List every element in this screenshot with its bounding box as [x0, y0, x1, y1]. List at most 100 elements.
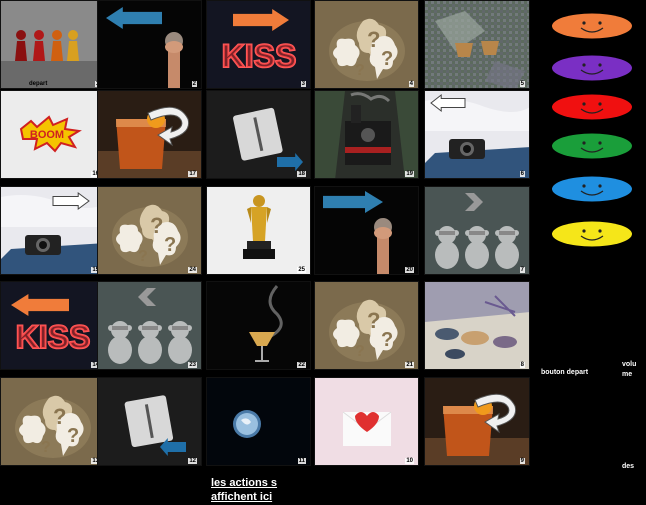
actions-display: les actions s affichent ici	[211, 476, 301, 504]
board-square-9[interactable]: 9	[424, 377, 530, 466]
volume-control[interactable]: volu me	[622, 360, 638, 380]
coffee-cups-icon	[455, 41, 499, 57]
earth-space-image	[207, 378, 310, 465]
green-face-token[interactable]	[551, 133, 633, 159]
board-square-10[interactable]: 10	[314, 377, 419, 466]
svg-text:?: ?	[381, 329, 393, 351]
light-switch-icon	[124, 395, 174, 448]
boom-sticker-image: BOOM	[1, 91, 104, 178]
cocktail-glass-icon	[249, 332, 275, 362]
board-square-21[interactable]: ? ? ? 21	[314, 281, 419, 370]
yellow-face-token[interactable]	[551, 221, 633, 247]
board-square-24[interactable]: ? ? ? 24	[97, 186, 202, 275]
monkey-figure	[495, 226, 519, 269]
square-number: 2	[191, 81, 197, 87]
board-square-12[interactable]: 12	[97, 377, 202, 466]
monkeys-arrow-left-image	[98, 282, 201, 369]
hand-arrow-left-image	[98, 1, 201, 88]
arrow-right-icon	[323, 191, 383, 213]
blue-face-token[interactable]	[551, 176, 633, 202]
start-button[interactable]: bouton depart	[541, 369, 589, 376]
smiley-face-icon	[552, 221, 632, 247]
board-square-4[interactable]: ? ? ? 4	[314, 0, 419, 89]
smiley-face-icon	[552, 176, 632, 202]
arrow-left-icon	[11, 294, 69, 316]
board-square-11[interactable]: 11	[206, 377, 311, 466]
board-square-13[interactable]: ? ? ? 13	[0, 377, 105, 466]
svg-text:?: ?	[150, 213, 163, 238]
oscar-statue-image	[207, 187, 310, 274]
square-number: 17	[188, 171, 197, 177]
board-square-14[interactable]: KISS KISS 14	[0, 281, 105, 370]
player-panel	[540, 0, 646, 505]
question-bubbles-icon: ? ? ?	[333, 299, 398, 360]
svg-text:?: ?	[367, 308, 380, 333]
board-square-20[interactable]: 20	[314, 186, 419, 275]
train-image	[315, 91, 418, 178]
svg-text:?: ?	[138, 248, 148, 265]
board-square-17[interactable]: 17	[97, 90, 202, 179]
board-square-25[interactable]: 25	[206, 186, 311, 275]
square-number: 22	[297, 362, 306, 368]
board-square-3[interactable]: KISS KISS 3	[206, 0, 311, 89]
square-number: 5	[519, 81, 525, 87]
square-number: 18	[297, 171, 306, 177]
square-number: 25	[297, 267, 306, 273]
board-square-22[interactable]: 22	[206, 281, 311, 370]
svg-text:KISS: KISS	[222, 38, 297, 74]
square-number: 15	[91, 267, 100, 273]
monkey-figure	[435, 226, 459, 269]
drink-rotate-image	[425, 378, 529, 465]
actions-line-1: les actions s	[211, 477, 278, 489]
purple-face-token[interactable]	[551, 55, 633, 81]
coffee-table-image	[425, 1, 529, 88]
square-number: 6	[519, 171, 525, 177]
square-number: 7	[519, 267, 525, 273]
monkey-figure	[465, 226, 489, 269]
svg-text:?: ?	[355, 62, 365, 79]
smiley-face-icon	[552, 13, 632, 39]
actions-line-2: affichent ici	[211, 491, 273, 503]
board-square-6[interactable]: 6	[424, 90, 530, 179]
red-face-token[interactable]	[551, 94, 633, 120]
glass-smoke-image	[207, 282, 310, 369]
pawn-icon	[51, 30, 63, 61]
board-square-7[interactable]: 7	[424, 186, 530, 275]
square-number: 8	[519, 362, 525, 368]
smoke-icon	[266, 285, 283, 340]
square-number: 10	[405, 458, 414, 464]
board-square-23[interactable]: 23	[97, 281, 202, 370]
question-bubbles-image: ? ? ?	[315, 282, 418, 369]
board-square-15[interactable]: 15	[0, 186, 105, 275]
square-number: 11	[297, 458, 306, 464]
chevron-right-icon	[465, 193, 483, 211]
board-square-19[interactable]: 19	[314, 90, 419, 179]
orange-face-token[interactable]	[551, 13, 633, 39]
square-number: 24	[188, 267, 197, 273]
chevron-left-icon	[138, 288, 156, 306]
rotate-arrow-icon	[147, 106, 190, 147]
heart-envelope-image	[315, 378, 418, 465]
camera-arrow-left-image	[425, 91, 529, 178]
smiley-face-icon	[552, 133, 632, 159]
board-square-5[interactable]: 5	[424, 0, 530, 89]
svg-text:?: ?	[164, 234, 176, 256]
kiss-arrow-right-image: KISS KISS	[207, 1, 310, 88]
arrow-right-icon	[52, 192, 90, 210]
camera-icon	[25, 235, 61, 255]
square-number: 23	[188, 362, 197, 368]
question-bubbles-icon: ? ? ?	[116, 204, 181, 265]
square-number: 21	[405, 362, 414, 368]
train-icon	[345, 105, 391, 165]
pawn-icon	[33, 30, 45, 61]
pawn-icon	[15, 30, 27, 61]
monkey-figure	[168, 321, 192, 364]
board-square-2[interactable]: 2	[97, 0, 202, 89]
kiss-arrow-left-image: KISS KISS	[1, 282, 104, 369]
dice-button[interactable]: des	[622, 463, 635, 470]
board-square-8[interactable]: 8	[424, 281, 530, 370]
board-square-18[interactable]: 18	[206, 90, 311, 179]
